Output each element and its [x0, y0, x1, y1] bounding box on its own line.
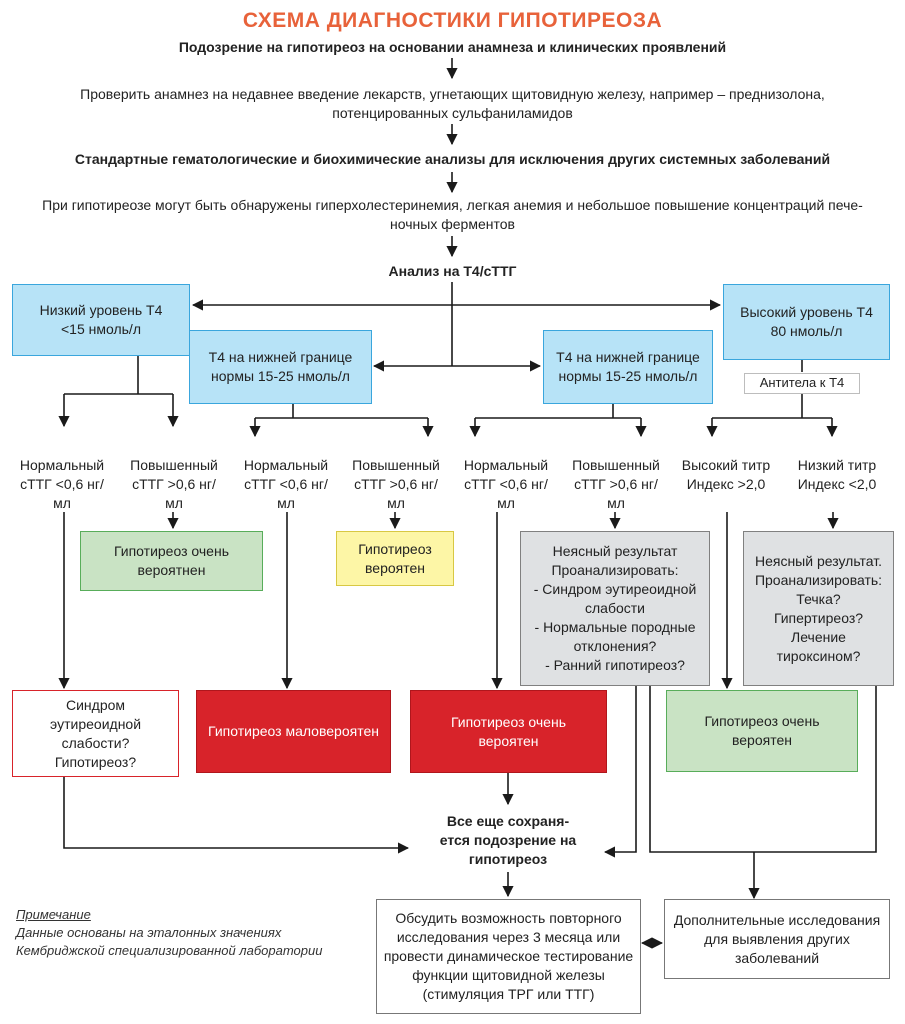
- note-heading-text: Примечание: [16, 907, 91, 922]
- branch-elevated-ttg-1: Повышенный сТТГ >0,6 нг/ мл: [130, 457, 218, 511]
- tag-antibodies-t4: Антитела к Т4: [744, 373, 860, 394]
- branch-normal-ttg-2: Нормальный сТТГ <0,6 нг/ мл: [243, 457, 329, 511]
- step-suspicion: Подозрение на гипотиреоз на основании ан…: [178, 39, 727, 55]
- branch-normal-ttg-3: Нормальный сТТГ <0,6 нг/ мл: [463, 457, 549, 511]
- box-t4-border-left: Т4 на нижней границе нормы 15-25 нмоль/л: [189, 330, 372, 404]
- box-hypo-very-likely-green-2: Гипотиреоз очень вероятен: [666, 690, 858, 772]
- arrow-euthyroid-to-still: [63, 776, 410, 854]
- wire-unclear1-to-additional: [649, 686, 754, 853]
- branch-elevated-ttg-2: Повышенный сТТГ >0,6 нг/ мл: [352, 457, 440, 511]
- step-standard-tests: Стандартные гематологические и биохимиче…: [74, 151, 831, 167]
- box-hypo-very-likely-green: Гипотиреоз очень вероятнен: [80, 531, 263, 591]
- box-hypo-very-likely-red: Гипотиреоз очень вероятен: [410, 690, 607, 773]
- step-t4-ttg: Анализ на Т4/сТТГ: [388, 263, 517, 279]
- box-unclear-result-1: Неясный результат Проанализировать: - Си…: [520, 531, 710, 686]
- note-heading: Примечание: [16, 906, 91, 924]
- box-low-t4: Низкий уровень Т4 <15 нмоль/л: [12, 284, 190, 356]
- branch-high-titer: Высокий титр Индекс >2,0: [681, 457, 771, 492]
- box-hypo-unlikely: Гипотиреоз маловероятен: [196, 690, 391, 773]
- branch-normal-ttg-1: Нормальный сТТГ <0,6 нг/ мл: [19, 457, 105, 511]
- page-title: СХЕМА ДИАГНОСТИКИ ГИПОТИРЕОЗА: [242, 9, 663, 32]
- box-hypo-likely-yellow: Гипотиреоз вероятен: [336, 531, 454, 586]
- box-euthyroid-syndrome: Синдром эутиреоидной слабости? Гипотирео…: [12, 690, 179, 777]
- branch-elevated-ttg-3: Повышенный сТТГ >0,6 нг/ мл: [572, 457, 660, 511]
- step-drugs-check: Проверить анамнез на недавнее введение л…: [80, 86, 825, 121]
- box-t4-border-right: Т4 на нижней границе нормы 15-25 нмоль/л: [543, 330, 713, 404]
- step-findings: При гипотиреозе могут быть обнаружены ги…: [42, 197, 863, 232]
- box-discuss-retest: Обсудить возможность повторного исследов…: [376, 899, 641, 1014]
- box-high-t4: Высокий уровень Т4 80 нмоль/л: [723, 284, 890, 360]
- note-line-2: Кембриджской специализированной лаборато…: [16, 943, 323, 958]
- arrow-unclear1-to-still: [603, 686, 637, 858]
- note-line-1: Данные основаны на эталонных значениях: [16, 925, 282, 940]
- branch-low-titer: Низкий титр Индекс <2,0: [797, 457, 877, 492]
- box-unclear-result-2: Неясный результат. Проанализировать: Теч…: [743, 531, 894, 686]
- wire-unclear2-to-additional: [754, 686, 877, 853]
- step-still-suspected: Все еще сохраня- ется подозрение на гипо…: [439, 813, 577, 867]
- box-additional-tests: Дополнительные исследования для выявлени…: [664, 899, 890, 979]
